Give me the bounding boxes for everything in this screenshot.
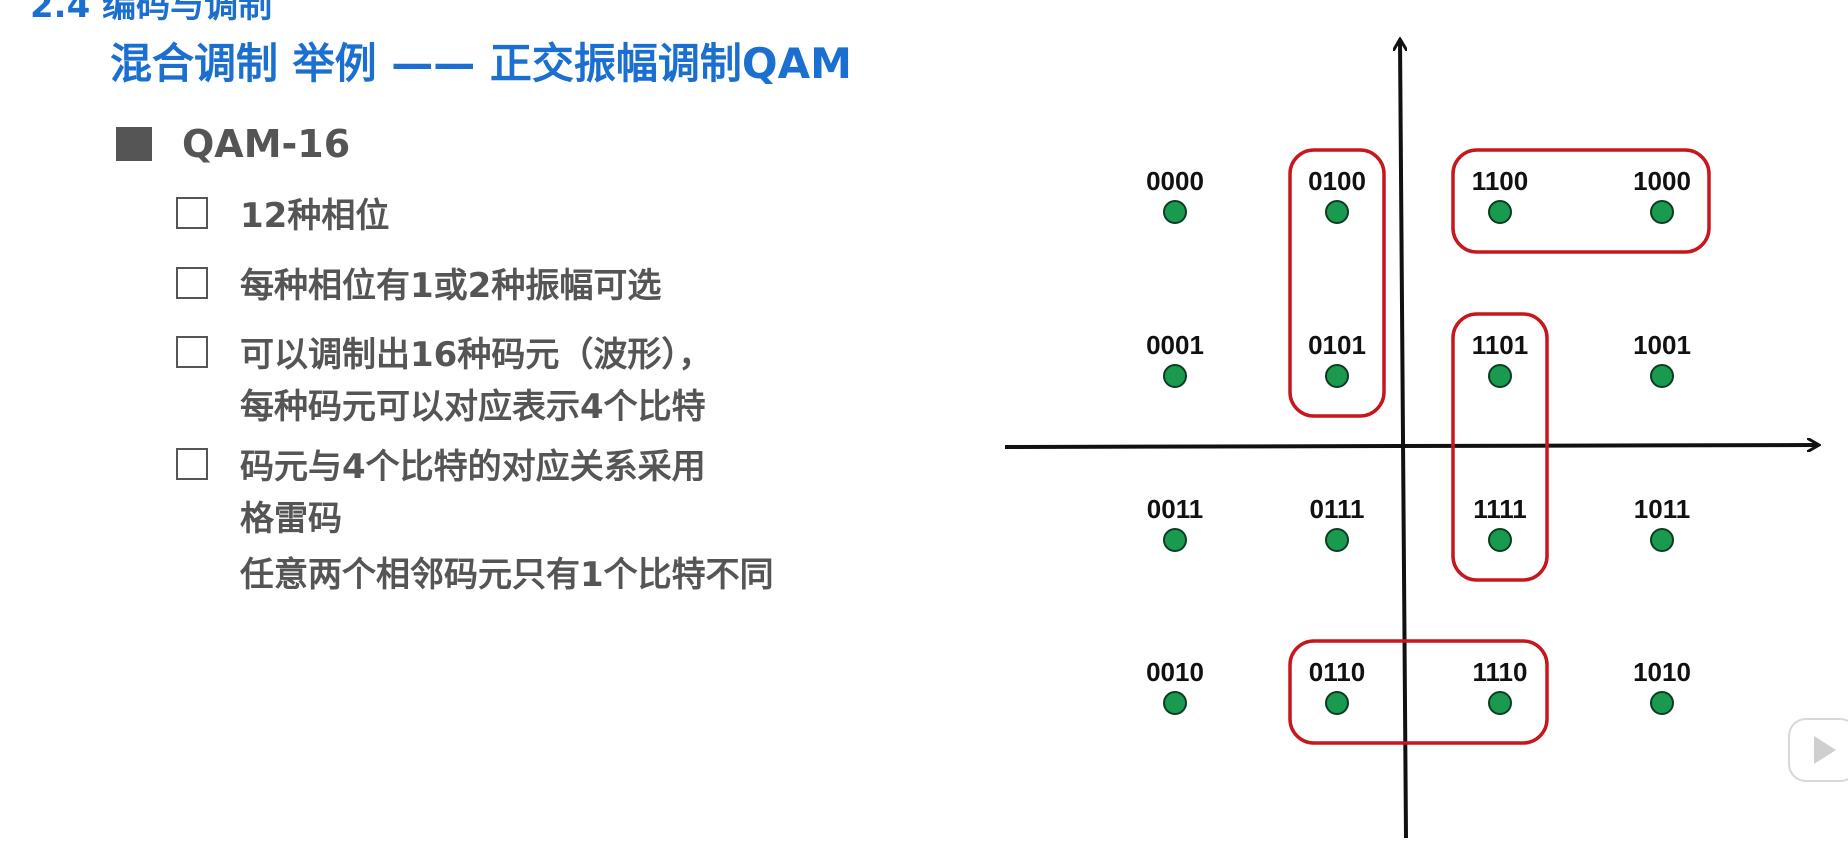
sub-item-line: 每种相位有1或2种振幅可选	[240, 266, 662, 306]
constellation-point-0100	[1325, 200, 1349, 224]
point-label-1100: 1100	[1472, 166, 1528, 196]
point-label-1110: 1110	[1473, 657, 1528, 687]
constellation-point-0010	[1163, 691, 1187, 715]
video-play-button[interactable]	[1788, 718, 1848, 782]
point-label-1001: 1001	[1633, 330, 1691, 360]
point-label-0101: 0101	[1308, 330, 1366, 360]
highlight-group-0110-1110	[1288, 639, 1549, 745]
constellation-point-1101	[1488, 364, 1512, 388]
constellation-point-0001	[1163, 364, 1187, 388]
point-label-1011: 1011	[1634, 494, 1690, 524]
hollow-square-bullet-icon	[176, 336, 208, 368]
constellation-point-1000	[1650, 200, 1674, 224]
constellation-point-1100	[1488, 200, 1512, 224]
bullet-qam16: QAM-16	[116, 122, 350, 166]
sub-item-phases: 12种相位	[176, 190, 389, 242]
point-label-0010: 0010	[1146, 657, 1204, 687]
sub-item-line: 码元与4个比特的对应关系采用	[240, 447, 706, 487]
point-label-0110: 0110	[1309, 657, 1365, 687]
constellation-point-0111	[1325, 528, 1349, 552]
slide-title: 混合调制 举例 —— 正交振幅调制QAM	[110, 39, 852, 88]
point-label-0001: 0001	[1146, 330, 1204, 360]
point-label-1101: 1101	[1472, 330, 1528, 360]
constellation-points: 0000 0100 1100 1000 0001 0101 1101 1001 0011 0111…	[1146, 166, 1691, 715]
sub-item-line: 任意两个相邻码元只有1个比特不同	[240, 555, 774, 595]
highlight-group-1101-1111	[1451, 312, 1549, 582]
constellation-point-1001	[1650, 364, 1674, 388]
play-icon	[1814, 736, 1836, 764]
highlight-groups	[1288, 148, 1711, 745]
constellation-point-1011	[1650, 528, 1674, 552]
point-label-0111: 0111	[1310, 494, 1365, 524]
point-label-1111: 1111	[1473, 494, 1527, 524]
point-label-1010: 1010	[1633, 657, 1691, 687]
point-label-1000: 1000	[1633, 166, 1691, 196]
constellation-point-0011	[1163, 528, 1187, 552]
constellation-point-0101	[1325, 364, 1349, 388]
highlight-group-1100-1000	[1451, 148, 1711, 254]
point-label-0100: 0100	[1308, 166, 1366, 196]
section-header: 2.4 编码与调制	[30, 0, 273, 26]
constellation-point-0110	[1325, 691, 1349, 715]
hollow-square-bullet-icon	[176, 267, 208, 299]
constellation-point-1111	[1488, 528, 1512, 552]
sub-item-line: 12种相位	[240, 196, 390, 236]
bullet-label: QAM-16	[182, 122, 351, 166]
point-label-0011: 0011	[1147, 494, 1203, 524]
sub-item-line: 可以调制出16种码元（波形），	[240, 335, 713, 375]
q-axis	[1400, 40, 1408, 839]
hollow-square-bullet-icon	[176, 197, 208, 229]
i-axis	[1004, 445, 1818, 447]
highlight-group-0100-0101	[1288, 148, 1386, 418]
sub-item-gray-code: 码元与4个比特的对应关系采用 格雷码 任意两个相邻码元只有1个比特不同	[176, 441, 774, 601]
filled-square-bullet-icon	[116, 127, 152, 161]
sub-item-amplitudes: 每种相位有1或2种振幅可选	[176, 260, 661, 312]
sub-item-line: 每种码元可以对应表示4个比特	[240, 387, 706, 427]
sub-item-line: 格雷码	[240, 499, 342, 539]
sub-item-symbols: 可以调制出16种码元（波形）， 每种码元可以对应表示4个比特	[176, 329, 712, 433]
hollow-square-bullet-icon	[176, 448, 208, 480]
constellation-point-1110	[1488, 691, 1512, 715]
point-label-0000: 0000	[1146, 166, 1204, 196]
constellation-point-0000	[1163, 200, 1187, 224]
constellation-point-1010	[1650, 691, 1674, 715]
